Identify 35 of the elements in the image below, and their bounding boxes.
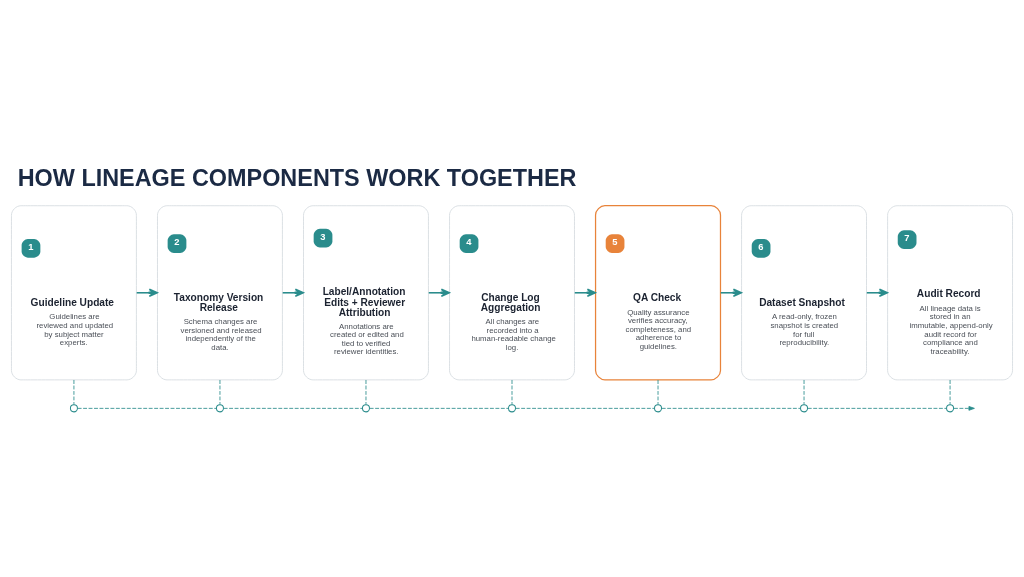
- connector: [803, 379, 805, 406]
- connector: [77, 407, 217, 409]
- connector: [807, 407, 947, 409]
- node-box: 7 Audit Record All lineage data is stored in an immutable, append-only audit record for compliance and traceability.: [887, 205, 1013, 381]
- connector: [515, 407, 655, 409]
- connector: [219, 379, 221, 406]
- connector: [949, 379, 951, 406]
- connector: [511, 379, 513, 406]
- node-circle: [508, 404, 516, 413]
- connector: [73, 379, 75, 406]
- node-box: 6 Dataset Snapshot A read-only, frozen snapshot is created for full reproducibility.: [741, 205, 867, 381]
- arrow: [281, 288, 304, 298]
- node-box: 5 QA Check Quality assurance verifies accuracy, completeness, and adherence to guidelines.: [594, 205, 722, 381]
- node-circle: [215, 404, 224, 413]
- arrow: [720, 288, 743, 298]
- node-circle: [800, 404, 809, 413]
- node-box: 1 Guideline Update Guidelines are reviewed and updated by subject matter experts.: [11, 205, 137, 381]
- connector: [223, 407, 363, 409]
- arrow: [135, 288, 158, 298]
- connector: [365, 379, 367, 406]
- node-circle: [69, 404, 78, 413]
- arrow: [427, 288, 450, 298]
- connector: [369, 407, 509, 409]
- node-circle: [361, 404, 370, 413]
- connector: [657, 379, 659, 406]
- connector: [661, 407, 801, 409]
- node-circle: [654, 404, 663, 413]
- node-box: 4 Change Log Aggregation All changes are recorded into a human-readable change log.: [449, 205, 575, 381]
- node-circle: [946, 404, 955, 413]
- arrow: [953, 406, 975, 411]
- arrow: [866, 288, 889, 298]
- node-box: 2 Taxonomy Version Release Schema changes are versioned and released independently of the data.: [157, 205, 283, 381]
- node-box: 3 Label/Annotation Edits + Reviewer Attribution Annotations are created or edited and tied to verified reviewer identities.: [303, 205, 429, 381]
- arrow: [573, 288, 596, 298]
- diagram-title: HOW LINEAGE COMPONENTS WORK TOGETHER: [17, 165, 577, 192]
